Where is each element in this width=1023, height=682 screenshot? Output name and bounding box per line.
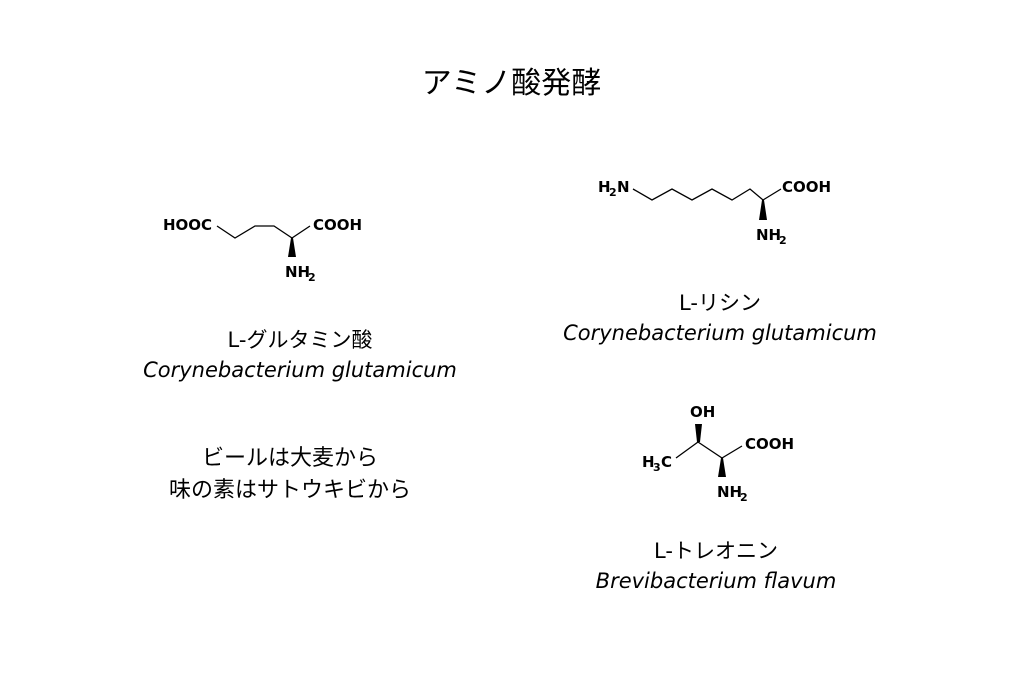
lysine-wedge-bond bbox=[759, 200, 767, 220]
threonine-nh-label: NH bbox=[717, 483, 742, 501]
lysine-name: L-リシン bbox=[679, 291, 761, 315]
threonine-caption: L-トレオニン Brevibacterium flavum bbox=[496, 536, 936, 596]
threonine-oh-label: OH bbox=[690, 403, 715, 421]
threonine-chain-bonds bbox=[675, 441, 743, 459]
glutamate-nh-label: NH bbox=[285, 263, 310, 281]
threonine-cooh-label: COOH bbox=[745, 435, 794, 453]
lysine-chain-bonds bbox=[632, 188, 782, 201]
glutamate-chain-bonds bbox=[216, 225, 311, 239]
note-line-2: 味の素はサトウキビから bbox=[168, 478, 411, 503]
threonine-name: L-トレオニン bbox=[654, 539, 778, 563]
lysine-h-label: H bbox=[598, 178, 611, 196]
threonine-organism: Brevibacterium flavum bbox=[595, 569, 837, 593]
threonine-nh-wedge bbox=[718, 458, 726, 477]
lysine-h-subscript: 2 bbox=[609, 186, 617, 199]
glutamate-name: L-グルタミン酸 bbox=[227, 328, 373, 352]
threonine-h-subscript: 3 bbox=[653, 461, 661, 474]
lysine-organism: Corynebacterium glutamicum bbox=[563, 321, 877, 345]
lysine-cooh-label: COOH bbox=[782, 178, 831, 196]
glutamate-organism: Corynebacterium glutamicum bbox=[143, 358, 457, 382]
glutamate-nh-subscript: 2 bbox=[308, 271, 316, 284]
threonine-nh-subscript: 2 bbox=[740, 491, 748, 504]
threonine-c-label: C bbox=[661, 453, 672, 471]
glutamate-cooh-label: COOH bbox=[313, 216, 362, 234]
page-title: アミノ酸発酵 bbox=[421, 66, 602, 101]
lysine-caption: L-リシン Corynebacterium glutamicum bbox=[500, 288, 940, 348]
threonine-oh-wedge bbox=[695, 424, 702, 442]
fermentation-note: ビールは大麦から 味の素はサトウキビから bbox=[100, 443, 480, 507]
threonine-h-label: H bbox=[642, 453, 655, 471]
glutamate-caption: L-グルタミン酸 Corynebacterium glutamicum bbox=[80, 325, 520, 385]
lysine-nh-subscript: 2 bbox=[779, 234, 787, 247]
glutamate-wedge-bond bbox=[288, 238, 296, 257]
note-line-1: ビールは大麦から bbox=[201, 446, 378, 471]
lysine-n-label: N bbox=[617, 178, 630, 196]
lysine-nh-label: NH bbox=[756, 226, 781, 244]
glutamate-hooc-label: HOOC bbox=[163, 216, 212, 234]
